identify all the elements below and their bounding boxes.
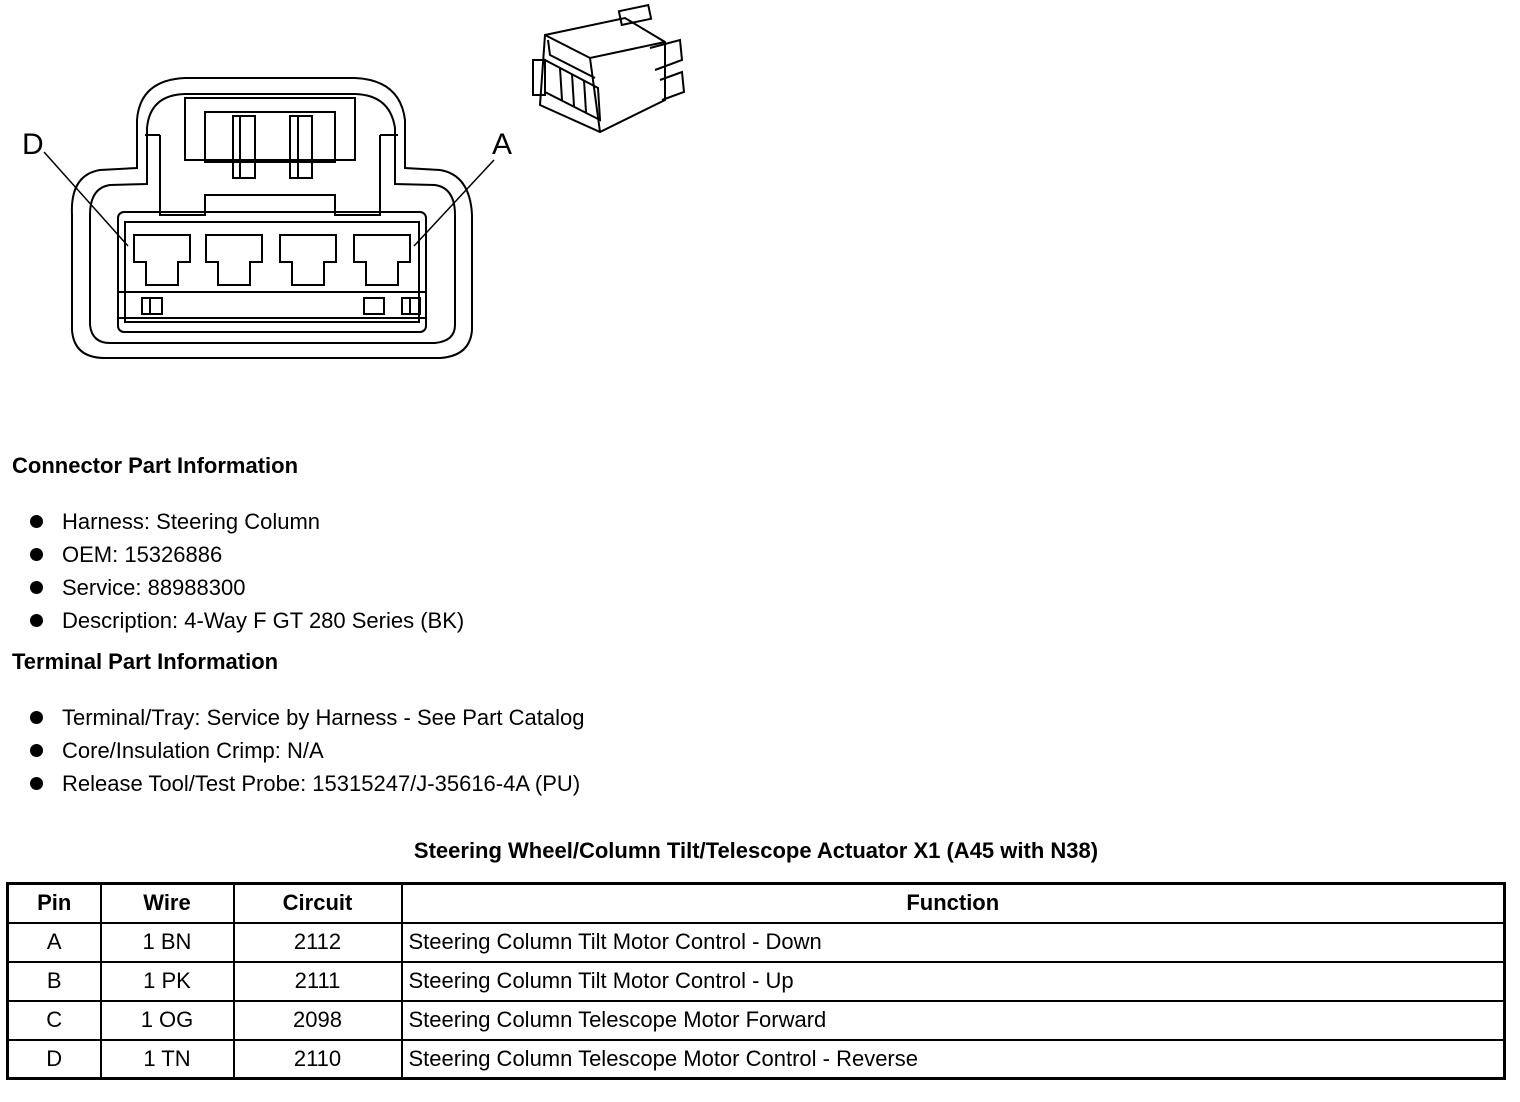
column-header-function: Function — [400, 882, 1506, 924]
cell-function: Steering Column Telescope Motor Forward — [400, 999, 1506, 1041]
bullet-icon — [30, 711, 43, 724]
list-item: Harness: Steering Column — [0, 505, 464, 538]
cavity-d — [133, 234, 191, 286]
cavity-b — [279, 234, 337, 286]
latch-outer — [184, 97, 356, 161]
cavity-a — [353, 234, 411, 286]
connector-isometric-view — [532, 3, 686, 134]
list-item-text: Description: 4-Way F GT 280 Series (BK) — [62, 608, 465, 633]
table-row: A 1 BN 2112 Steering Column Tilt Motor C… — [6, 921, 1506, 963]
cell-function: Steering Column Telescope Motor Control … — [400, 1038, 1506, 1080]
connector-inner-shell — [89, 93, 456, 344]
pin-label-d: D — [22, 128, 44, 161]
column-header-pin: Pin — [6, 882, 102, 924]
bullet-icon — [30, 515, 43, 528]
list-item: Core/Insulation Crimp: N/A — [0, 734, 585, 767]
list-item-text: Terminal/Tray: Service by Harness - See … — [62, 705, 585, 730]
connector-outer-shell — [70, 77, 473, 359]
leader-line-a — [413, 159, 495, 247]
list-item: Terminal/Tray: Service by Harness - See … — [0, 701, 585, 734]
table-row: B 1 PK 2111 Steering Column Tilt Motor C… — [6, 960, 1506, 1002]
cell-pin: D — [6, 1038, 102, 1080]
list-item-text: Core/Insulation Crimp: N/A — [62, 738, 324, 763]
cell-wire: 1 OG — [99, 999, 235, 1041]
cell-pin: B — [6, 960, 102, 1002]
connector-info-list: Harness: Steering Column OEM: 15326886 S… — [0, 505, 464, 637]
cell-wire: 1 PK — [99, 960, 235, 1002]
table-row: C 1 OG 2098 Steering Column Telescope Mo… — [6, 999, 1506, 1041]
list-item: Release Tool/Test Probe: 15315247/J-3561… — [0, 767, 585, 800]
pin-table-title: Steering Wheel/Column Tilt/Telescope Act… — [413, 838, 1099, 863]
bullet-icon — [30, 744, 43, 757]
connector-info-title: Connector Part Information — [12, 453, 299, 478]
cell-pin: A — [6, 921, 102, 963]
cell-circuit: 2110 — [232, 1038, 403, 1080]
list-item-text: Harness: Steering Column — [62, 509, 321, 534]
bullet-icon — [30, 581, 43, 594]
list-item-text: OEM: 15326886 — [62, 542, 223, 567]
list-item-text: Service: 88988300 — [62, 575, 246, 600]
bullet-icon — [30, 777, 43, 790]
pin-label-a: A — [492, 128, 512, 161]
bullet-icon — [30, 614, 43, 627]
cell-wire: 1 BN — [99, 921, 235, 963]
terminal-info-title: Terminal Part Information — [12, 649, 279, 674]
leader-line-d — [43, 151, 129, 247]
cell-pin: C — [6, 999, 102, 1041]
column-header-circuit: Circuit — [232, 882, 403, 924]
latch-inner — [204, 111, 336, 163]
table-row: D 1 TN 2110 Steering Column Telescope Mo… — [6, 1038, 1506, 1080]
cell-function: Steering Column Tilt Motor Control - Dow… — [400, 921, 1506, 963]
list-item-text: Release Tool/Test Probe: 15315247/J-3561… — [62, 771, 581, 796]
terminal-info-list: Terminal/Tray: Service by Harness - See … — [0, 701, 585, 800]
cell-circuit: 2098 — [232, 999, 403, 1041]
cell-function: Steering Column Tilt Motor Control - Up — [400, 960, 1506, 1002]
cavity-c — [205, 234, 263, 286]
cell-circuit: 2112 — [232, 921, 403, 963]
list-item: Description: 4-Way F GT 280 Series (BK) — [0, 604, 464, 637]
cavity-frame — [117, 211, 427, 333]
connector-face-diagram: D A — [22, 3, 686, 359]
bullet-icon — [30, 548, 43, 561]
pin-table: Pin Wire Circuit Function A 1 BN 2112 St… — [6, 882, 1506, 1080]
list-item: OEM: 15326886 — [0, 538, 464, 571]
table-header-row: Pin Wire Circuit Function — [6, 882, 1506, 924]
list-item: Service: 88988300 — [0, 571, 464, 604]
cell-circuit: 2111 — [232, 960, 403, 1002]
column-header-wire: Wire — [99, 882, 235, 924]
cell-wire: 1 TN — [99, 1038, 235, 1080]
